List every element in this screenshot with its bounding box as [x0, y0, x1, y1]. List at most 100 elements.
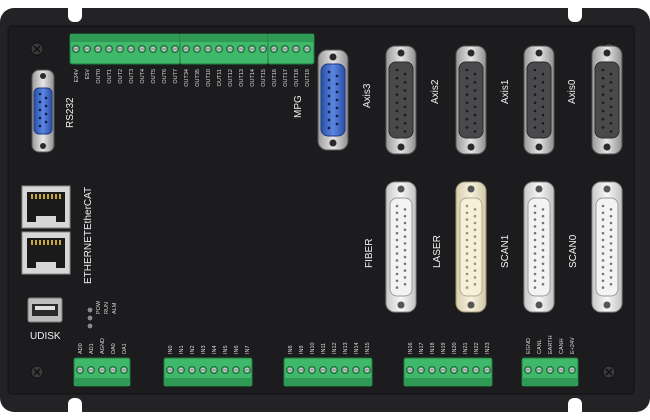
terminal-block-in8[interactable]: [283, 357, 373, 387]
terminal-screw-icon[interactable]: [138, 45, 146, 53]
terminal-screw-icon[interactable]: [237, 45, 245, 53]
terminal-screw-icon[interactable]: [297, 366, 305, 374]
scan0-connector[interactable]: [591, 181, 623, 313]
dsub-pin: [541, 97, 545, 100]
terminal-screw-icon[interactable]: [461, 366, 469, 374]
dsub-pin: [395, 265, 399, 269]
terminal-screw-icon[interactable]: [259, 45, 267, 53]
terminal-screw-icon[interactable]: [270, 45, 278, 53]
terminal-screw-icon[interactable]: [182, 45, 190, 53]
terminal-block-out-c[interactable]: [267, 33, 315, 65]
dsub-pin: [601, 238, 605, 242]
pin-label: IN11: [321, 343, 327, 354]
terminal-block-in0[interactable]: [163, 357, 253, 387]
terminal-screw-icon[interactable]: [166, 366, 174, 374]
terminal-screw-icon[interactable]: [439, 366, 447, 374]
terminal-block-analog[interactable]: [73, 357, 131, 387]
dsub-pin: [403, 214, 407, 218]
rs232-port[interactable]: [31, 69, 55, 153]
fiber-connector[interactable]: [385, 181, 417, 313]
aux-dsub-connector[interactable]: [523, 45, 555, 155]
terminal-screw-icon[interactable]: [303, 45, 311, 53]
terminal-screw-icon[interactable]: [160, 45, 168, 53]
terminal-screw-icon[interactable]: [105, 45, 113, 53]
terminal-screw-icon[interactable]: [87, 366, 95, 374]
udisk-port[interactable]: [27, 297, 63, 323]
terminal-screw-icon[interactable]: [127, 45, 135, 53]
terminal-screw-icon[interactable]: [226, 45, 234, 53]
dsub-pin: [541, 105, 545, 109]
terminal-screw-icon[interactable]: [428, 366, 436, 374]
terminal-screw-icon[interactable]: [109, 366, 117, 374]
terminal-screw-icon[interactable]: [72, 45, 80, 53]
ethercat-port[interactable]: [21, 185, 71, 229]
terminal-block-in16[interactable]: [403, 357, 493, 387]
terminal-screw-icon[interactable]: [281, 45, 289, 53]
dsub-pin: [403, 235, 407, 238]
laser-connector[interactable]: [455, 181, 487, 313]
dsub-pin: [473, 89, 477, 92]
axis1-label: Axis1: [500, 79, 511, 104]
dsub-pin: [473, 228, 477, 232]
terminal-screw-icon[interactable]: [243, 366, 251, 374]
terminal-screw-icon[interactable]: [363, 366, 371, 374]
terminal-screw-icon[interactable]: [308, 366, 316, 374]
terminal-screw-icon[interactable]: [204, 45, 212, 53]
terminal-screw-icon[interactable]: [319, 366, 327, 374]
terminal-screw-icon[interactable]: [232, 366, 240, 374]
terminal-screw-icon[interactable]: [524, 366, 532, 374]
rs232-label: RS232: [65, 97, 76, 128]
terminal-screw-icon[interactable]: [546, 366, 554, 374]
terminal-screw-icon[interactable]: [341, 366, 349, 374]
scan1-connector[interactable]: [523, 181, 555, 313]
terminal-screw-icon[interactable]: [171, 45, 179, 53]
axis3-connector[interactable]: [317, 49, 349, 151]
dsub-pin: [465, 272, 469, 276]
pin-label: E5V: [85, 69, 91, 80]
pin-label: DA0: [111, 343, 117, 354]
pin-label: IN1: [179, 345, 185, 354]
terminal-screw-icon[interactable]: [292, 45, 300, 53]
terminal-screw-icon[interactable]: [215, 45, 223, 53]
terminal-screw-icon[interactable]: [120, 366, 128, 374]
terminal-screw-icon[interactable]: [193, 45, 201, 53]
terminal-screw-icon[interactable]: [83, 45, 91, 53]
dsub-pin: [541, 72, 545, 76]
terminal-screw-icon[interactable]: [210, 366, 218, 374]
terminal-screw-icon[interactable]: [94, 45, 102, 53]
axis1-connector[interactable]: [455, 45, 487, 155]
ethernet-port[interactable]: [21, 231, 71, 275]
axis2-connector[interactable]: [385, 45, 417, 155]
terminal-screw-icon[interactable]: [535, 366, 543, 374]
terminal-screw-icon[interactable]: [330, 366, 338, 374]
terminal-screw-icon[interactable]: [286, 366, 294, 374]
terminal-screw-icon[interactable]: [417, 366, 425, 374]
terminal-block-can[interactable]: [521, 357, 579, 387]
terminal-block-out-b[interactable]: [179, 33, 269, 65]
terminal-screw-icon[interactable]: [177, 366, 185, 374]
pin-label: OUT5: [151, 69, 157, 84]
dsub-pin: [601, 272, 605, 276]
terminal-screw-icon[interactable]: [406, 366, 414, 374]
terminal-screw-icon[interactable]: [199, 366, 207, 374]
dsub-pin: [403, 122, 407, 125]
terminal-screw-icon[interactable]: [568, 366, 576, 374]
dsub-pin: [541, 130, 545, 133]
terminal-screw-icon[interactable]: [450, 366, 458, 374]
terminal-screw-icon[interactable]: [188, 366, 196, 374]
terminal-screw-icon[interactable]: [116, 45, 124, 53]
terminal-screw-icon[interactable]: [472, 366, 480, 374]
terminal-block-out-a[interactable]: [69, 33, 181, 65]
axis0-connector[interactable]: [591, 45, 623, 155]
terminal-screw-icon[interactable]: [221, 366, 229, 374]
terminal-screw-icon[interactable]: [149, 45, 157, 53]
terminal-screw-icon[interactable]: [248, 45, 256, 53]
terminal-screw-icon[interactable]: [98, 366, 106, 374]
terminal-screw-icon[interactable]: [76, 366, 84, 374]
terminal-screw-icon[interactable]: [557, 366, 565, 374]
terminal-screw-icon[interactable]: [483, 366, 491, 374]
dsub-pin: [533, 204, 537, 208]
terminal-screw-icon[interactable]: [352, 366, 360, 374]
